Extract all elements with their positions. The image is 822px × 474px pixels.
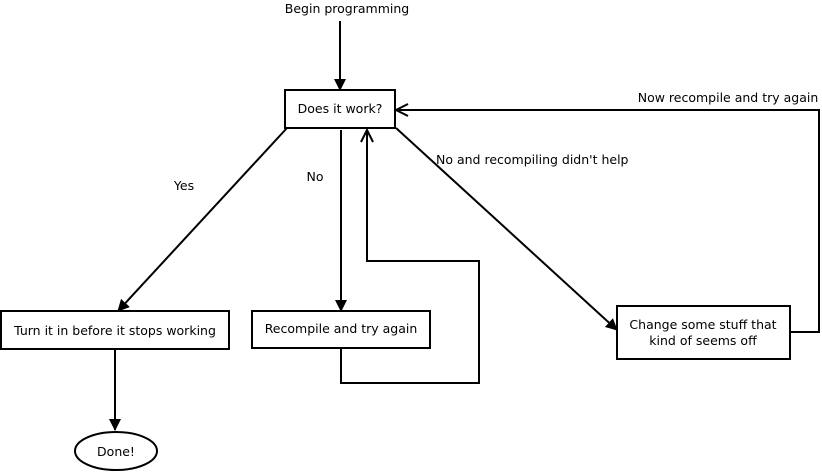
- node-change-stuff-line1: Change some stuff that: [629, 317, 776, 332]
- edge-label-now-recompile: Now recompile and try again: [638, 90, 819, 105]
- node-does-it-work-label: Does it work?: [298, 101, 383, 116]
- edge-no-recompile-didnt-help: [395, 127, 618, 331]
- node-done-label: Done!: [97, 444, 135, 459]
- node-does-it-work: Does it work?: [284, 89, 396, 129]
- edge-label-no-recompile-didnt-help: No and recompiling didn't help: [436, 152, 629, 167]
- start-label: Begin programming: [285, 1, 409, 16]
- edge-yes: [117, 127, 288, 312]
- edge-now-recompile: [396, 110, 820, 333]
- node-change-stuff-line2: kind of seems off: [649, 333, 757, 348]
- node-turn-it-in: Turn it in before it stops working: [0, 310, 230, 350]
- edge-recompile-loop: [340, 130, 480, 384]
- node-turn-it-in-label: Turn it in before it stops working: [13, 323, 216, 338]
- node-recompile: Recompile and try again: [251, 310, 431, 349]
- node-change-stuff: Change some stuff that kind of seems off: [616, 305, 791, 360]
- node-recompile-label: Recompile and try again: [265, 321, 418, 336]
- edge-label-no: No: [307, 169, 324, 184]
- edge-label-yes: Yes: [173, 178, 194, 193]
- node-done: Done!: [74, 431, 158, 471]
